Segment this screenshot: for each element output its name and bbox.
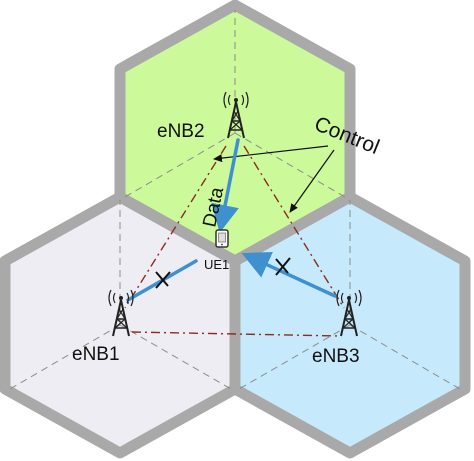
- enb2-label: eNB2: [157, 121, 205, 142]
- data-link-enb2-ue: [211, 138, 240, 233]
- control-link-enb2-enb3: [243, 145, 345, 309]
- control-link-enb1-enb3: [131, 331, 341, 337]
- cross-mark-icon: [275, 257, 291, 276]
- control-link-enb2-enb1: [124, 145, 227, 309]
- enb3-label: eNB3: [312, 346, 360, 367]
- ue-label: UE1: [204, 257, 229, 272]
- cross-mark-icon: [155, 271, 171, 289]
- data-link-enb3-ue: [241, 252, 337, 298]
- mobile-phone-icon: [215, 229, 229, 248]
- sector-lines: [9, 10, 461, 390]
- enb1-label: eNB1: [72, 344, 120, 365]
- control-links: [124, 145, 345, 337]
